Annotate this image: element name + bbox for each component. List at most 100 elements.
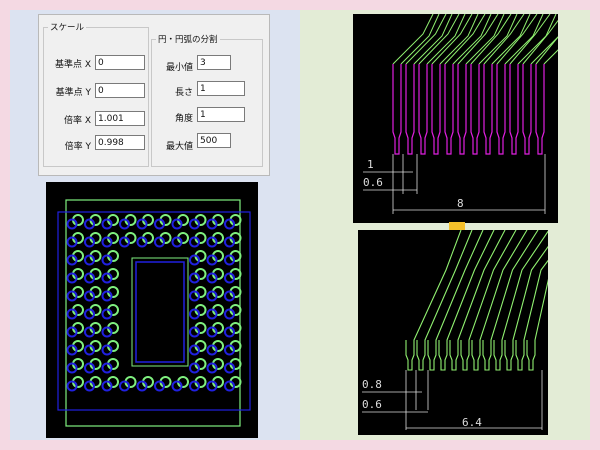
finger-trace xyxy=(431,64,441,155)
length-input[interactable] xyxy=(197,81,245,96)
pad-blue xyxy=(66,380,78,392)
pad-blue xyxy=(224,290,235,302)
base-y-input[interactable] xyxy=(95,83,145,98)
bottom-trace xyxy=(460,229,517,371)
pad-blue xyxy=(224,344,235,356)
pad-blue xyxy=(154,380,165,392)
pad-array xyxy=(66,214,242,392)
base-y-label: 基準点 Y xyxy=(55,88,91,98)
scale-x-label: 倍率 X xyxy=(63,116,91,126)
lead-trace xyxy=(517,13,557,65)
cavity-blue xyxy=(135,261,185,363)
bottom-trace xyxy=(504,229,561,371)
min-label: 最小値 xyxy=(165,63,193,73)
bottom-trace xyxy=(405,229,462,371)
lead-trace xyxy=(400,13,440,65)
finger-trace xyxy=(405,64,415,155)
finger-trace xyxy=(509,64,519,155)
pad-blue xyxy=(206,218,218,230)
bottom-trace xyxy=(416,229,473,371)
lead-trace xyxy=(413,13,453,65)
pad-blue xyxy=(66,236,78,248)
finger-trace xyxy=(392,64,402,155)
pad-blue xyxy=(84,380,95,392)
lead-trace xyxy=(504,13,544,65)
pad-blue xyxy=(171,380,183,392)
bottom-dim-pitch: 0.6 xyxy=(362,398,382,411)
pad-blue xyxy=(189,218,200,230)
bottom-dim-small: 0.8 xyxy=(362,378,382,391)
pad-blue xyxy=(84,326,95,338)
pad-blue xyxy=(189,290,200,302)
pad-blue xyxy=(189,308,200,320)
pad-blue xyxy=(206,326,218,338)
lead-trace xyxy=(491,13,531,65)
length-label: 長さ xyxy=(174,88,193,98)
top-dim-small: 1 xyxy=(367,158,374,171)
min-input[interactable] xyxy=(197,55,231,70)
pad-blue xyxy=(206,290,218,302)
scale-x-input[interactable] xyxy=(95,111,145,126)
package-svg xyxy=(57,199,251,427)
max-label: 最大値 xyxy=(165,142,193,152)
pad-blue xyxy=(66,272,78,284)
cad-view-bottom: 0.8 0.6 6.4 xyxy=(358,229,583,435)
cad-view-top: 1 0.6 8 xyxy=(353,13,583,223)
scale-y-label: 倍率 Y xyxy=(64,142,91,152)
pad-blue xyxy=(66,308,78,320)
lead-trace xyxy=(509,13,551,65)
pad-blue xyxy=(119,218,130,230)
pad-blue xyxy=(101,326,113,338)
lead-trace xyxy=(444,13,486,65)
top-dimension-lines xyxy=(363,154,546,214)
angle-input[interactable] xyxy=(197,107,245,122)
pad-blue xyxy=(66,362,78,374)
pad-blue xyxy=(84,272,95,284)
pad-blue xyxy=(206,362,218,374)
top-dim-total: 8 xyxy=(457,197,464,210)
cad-bottom-svg: 0.8 0.6 6.4 xyxy=(362,229,583,430)
package-view xyxy=(46,182,258,438)
scale-dialog: スケール 円・円弧の分割 基準点 X 基準点 Y 倍率 X 倍率 Y 最小値 長… xyxy=(38,14,270,176)
pad-blue xyxy=(224,254,235,266)
bottom-dimension-lines xyxy=(362,370,543,430)
pad-blue xyxy=(189,272,200,284)
scale-group: スケール xyxy=(43,21,149,167)
lead-trace xyxy=(439,13,479,65)
lead-trace xyxy=(426,13,466,65)
pad-blue xyxy=(206,272,218,284)
finger-trace xyxy=(496,64,506,155)
cad-top-svg: 1 0.6 8 xyxy=(363,13,583,214)
pad-blue xyxy=(189,254,200,266)
pad-blue xyxy=(84,218,95,230)
base-x-input[interactable] xyxy=(95,55,145,70)
pad-blue xyxy=(101,218,113,230)
lead-trace xyxy=(470,13,512,65)
bottom-trace xyxy=(515,229,572,371)
pad-blue xyxy=(154,218,165,230)
pad-blue xyxy=(84,236,95,248)
pad-blue xyxy=(224,218,235,230)
finger-trace xyxy=(470,64,480,155)
pad-blue xyxy=(224,380,235,392)
pad-blue xyxy=(84,290,95,302)
scale-y-input[interactable] xyxy=(95,135,145,150)
pad-blue xyxy=(101,362,113,374)
pad-blue xyxy=(206,344,218,356)
top-lead-traces xyxy=(392,13,583,65)
lead-trace xyxy=(431,13,473,65)
pad-blue xyxy=(189,326,200,338)
max-input[interactable] xyxy=(197,133,231,148)
pad-blue xyxy=(206,308,218,320)
pad-blue xyxy=(119,236,130,248)
pad-blue xyxy=(101,236,113,248)
pad-blue xyxy=(101,290,113,302)
pad-blue xyxy=(189,236,200,248)
pad-blue xyxy=(101,344,113,356)
lead-trace xyxy=(405,13,447,65)
pad-blue xyxy=(224,362,235,374)
pad-blue xyxy=(189,344,200,356)
pad-blue xyxy=(66,254,78,266)
lead-trace xyxy=(478,13,518,65)
pad-blue xyxy=(189,380,200,392)
